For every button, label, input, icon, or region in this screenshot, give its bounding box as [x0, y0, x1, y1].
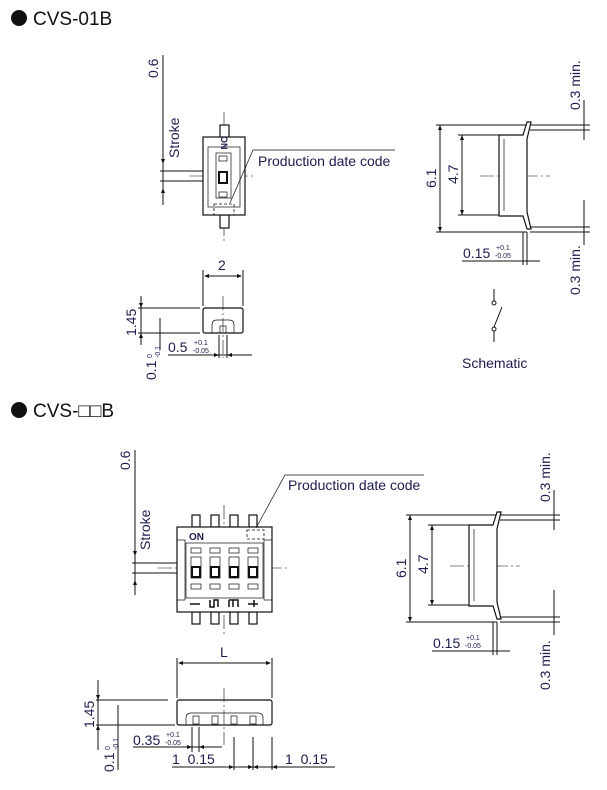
on-mark: ON — [189, 532, 204, 543]
section-title: CVS-□□B — [33, 401, 114, 422]
pad-width-label: 0.5 — [168, 339, 188, 355]
front-view: 2 1.45 0.1 0 -0.1 0.5 +0.1 -0.05 — [123, 257, 252, 380]
top-view: 0.6 Stroke ON Production date code — [145, 55, 395, 242]
section-cvs-multi: CVS-□□B 0.6 Stroke O — [11, 401, 560, 772]
schematic-symbol: Schematic — [462, 289, 527, 371]
height-label: 1.45 — [123, 309, 139, 336]
section-cvs-01b: CVS-01B 0.6 Stroke ON Production date co… — [11, 9, 590, 380]
min-top-label: 0.3 min. — [567, 60, 583, 110]
body-length-label: 4.7 — [415, 554, 431, 574]
svg-text:0: 0 — [105, 746, 112, 750]
overall-length-label: 6.1 — [393, 558, 409, 578]
front-view: L 1.45 0.1 0 -0.1 0.35 +0.1 -0.05 — [81, 644, 335, 772]
switch-slots — [190, 547, 259, 590]
svg-text:-0.05: -0.05 — [465, 643, 481, 650]
svg-text:-0.05: -0.05 — [193, 348, 209, 355]
body-length-label: 4.7 — [445, 164, 461, 184]
min-bottom-label: 0.3 min. — [567, 245, 583, 295]
section-title: CVS-01B — [33, 9, 112, 30]
production-date-code-label: Production date code — [258, 153, 391, 169]
pitch-left-label: 1 0.15 — [172, 751, 215, 767]
min-bottom-label: 0.3 min. — [537, 640, 553, 690]
schematic-label: Schematic — [462, 355, 527, 371]
lead-thickness-label: 0.15 — [463, 245, 490, 261]
side-view: 6.1 4.7 0.3 min. 0.3 min. 0.15 +0.1 -0.0… — [393, 452, 560, 690]
svg-text:-0.1: -0.1 — [155, 346, 162, 358]
top-view: 0.6 Stroke ON — [117, 450, 424, 634]
pitch-right-label: 1 0.15 — [285, 751, 328, 767]
svg-text:+0.1: +0.1 — [166, 732, 180, 739]
standoff-label: 0.1 — [101, 752, 117, 772]
lead-thickness-label: 0.15 — [433, 635, 460, 651]
min-top-label: 0.3 min. — [537, 452, 553, 502]
overall-length-label: 6.1 — [423, 168, 439, 188]
svg-text:-0.1: -0.1 — [113, 738, 120, 750]
svg-text:+0.1: +0.1 — [496, 245, 510, 252]
bullet-icon — [11, 10, 27, 26]
width-label: L — [220, 644, 228, 660]
svg-text:-0.05: -0.05 — [165, 740, 181, 747]
switch-numbers — [190, 599, 258, 608]
svg-text:-0.05: -0.05 — [495, 253, 511, 260]
svg-text:0: 0 — [147, 354, 154, 358]
pad-width-label: 0.35 — [133, 732, 160, 748]
side-view: 6.1 4.7 0.3 min. 0.3 min. 0.15 +0.1 -0.0… — [423, 60, 590, 295]
pitch-label: 0.6 — [117, 450, 133, 470]
pitch-label: 0.6 — [145, 58, 161, 78]
on-mark: ON — [219, 136, 229, 150]
stroke-label: Stroke — [166, 117, 182, 158]
bullet-icon — [11, 402, 27, 418]
width-label: 2 — [218, 257, 226, 273]
stroke-label: Stroke — [137, 509, 153, 550]
standoff-label: 0.1 — [143, 360, 159, 380]
production-date-code-label: Production date code — [288, 477, 421, 493]
svg-text:+0.1: +0.1 — [194, 340, 208, 347]
height-label: 1.45 — [81, 701, 97, 728]
svg-text:+0.1: +0.1 — [466, 635, 480, 642]
